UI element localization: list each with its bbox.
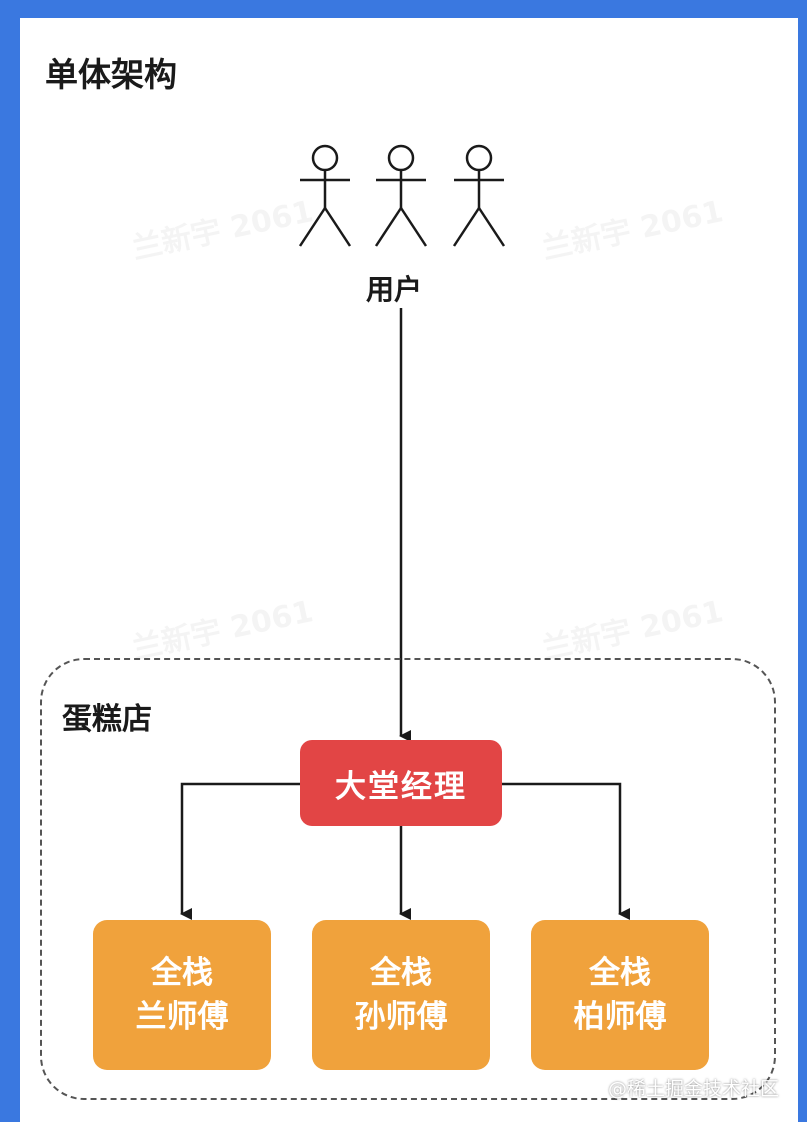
users-label: 用户 bbox=[366, 273, 423, 306]
chef-node: 全栈 兰师傅 bbox=[93, 920, 271, 1070]
chef-role: 全栈 bbox=[370, 955, 432, 991]
diagram-title: 单体架构 bbox=[45, 55, 177, 94]
user-figure bbox=[298, 144, 352, 247]
chef-name: 孙师傅 bbox=[354, 999, 448, 1035]
source-credit: @稀土掘金技术社区 bbox=[607, 1078, 779, 1100]
chef-node: 全栈 柏师傅 bbox=[531, 920, 709, 1070]
manager-label: 大堂经理 bbox=[335, 768, 467, 805]
user-figure bbox=[374, 144, 428, 247]
chef-role: 全栈 bbox=[151, 955, 213, 991]
arrow-manager-to-chef-3 bbox=[502, 782, 630, 920]
user-figure bbox=[452, 144, 506, 247]
chef-name: 兰师傅 bbox=[135, 999, 229, 1035]
arrow-manager-to-chef-1 bbox=[180, 782, 300, 920]
chef-name: 柏师傅 bbox=[573, 999, 667, 1035]
bakery-label: 蛋糕店 bbox=[62, 702, 152, 737]
manager-node: 大堂经理 bbox=[300, 740, 502, 826]
bakery-boundary bbox=[40, 658, 776, 1100]
chef-node: 全栈 孙师傅 bbox=[312, 920, 490, 1070]
chef-role: 全栈 bbox=[589, 955, 651, 991]
